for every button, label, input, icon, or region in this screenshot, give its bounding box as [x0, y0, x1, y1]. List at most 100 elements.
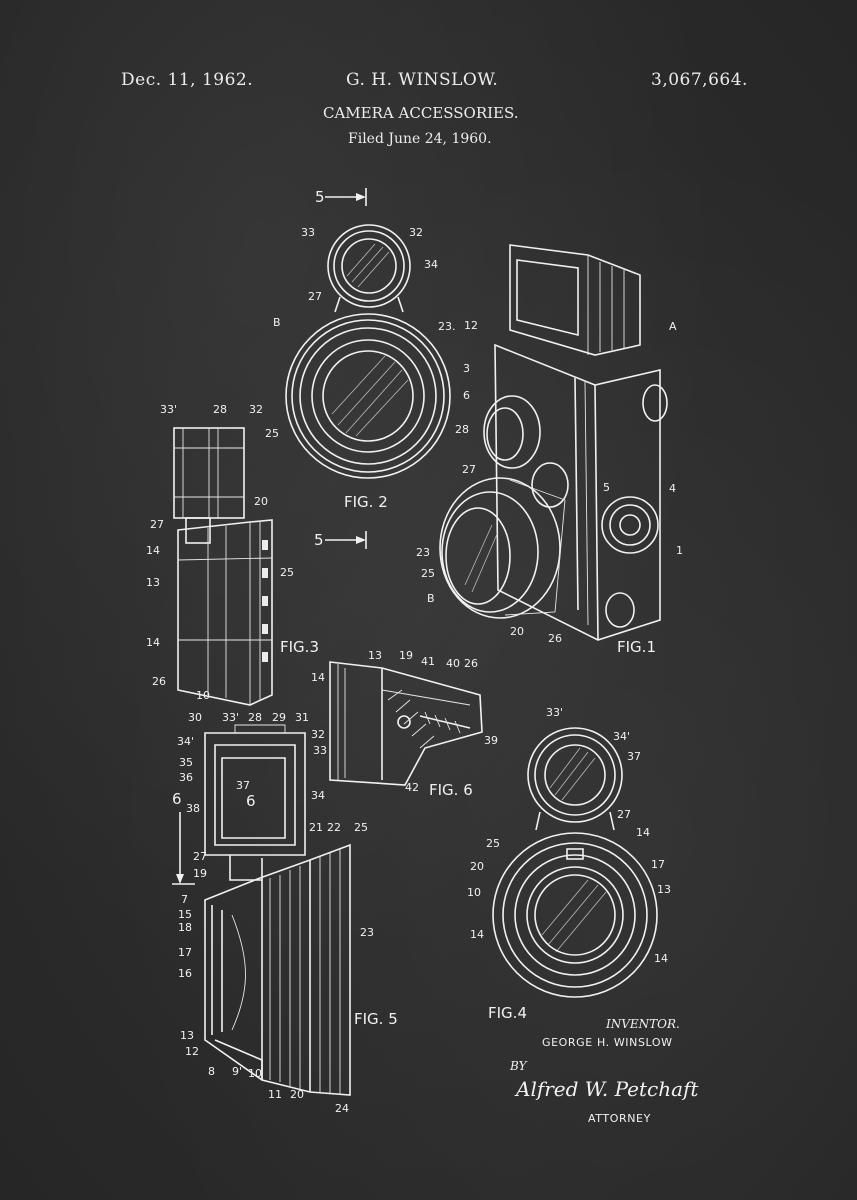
- fig1-label-3: 3: [463, 362, 470, 375]
- fig5-label-8: 8: [208, 1065, 215, 1078]
- fig4-label-37: 37: [627, 750, 641, 763]
- fig3-label-28: 28: [213, 403, 227, 416]
- fig5-label-16: 16: [178, 967, 192, 980]
- fig5-label-20: 20: [290, 1088, 304, 1101]
- fig1-label-25: 25: [421, 567, 435, 580]
- fig3-label-33p: 33': [160, 403, 177, 416]
- attorney-signature: Alfred W. Petchaft: [514, 1077, 699, 1101]
- fig1-title: FIG.1: [617, 638, 656, 656]
- fig4-drawing: 33' 34' 37 27 25 14 20 17 10 13 14 14 FI…: [467, 706, 671, 1022]
- fig4-label-34p: 34': [613, 730, 630, 743]
- fig1-label-4: 4: [669, 482, 676, 495]
- fig4-label-14b: 14: [470, 928, 484, 941]
- fig1-label-26: 26: [548, 632, 562, 645]
- fig2-label-25: 25: [265, 427, 279, 440]
- fig5-label-23: 23: [360, 926, 374, 939]
- fig6-label-39: 39: [484, 734, 498, 747]
- fig6-label-14: 14: [311, 671, 325, 684]
- fig5-label-33p: 33': [222, 711, 239, 724]
- inventor-name: GEORGE H. WINSLOW: [542, 1036, 673, 1049]
- fig5-label-15: 15: [178, 908, 192, 921]
- filed-date: Filed June 24, 1960.: [348, 131, 492, 147]
- fig5-label-17: 17: [178, 946, 192, 959]
- fig6-label-19: 19: [399, 649, 413, 662]
- fig2-drawing: 5 33 32 34 27 B 23. 25 FIG. 2 5: [265, 188, 456, 549]
- fig4-label-25: 25: [486, 837, 500, 850]
- fig4-label-10: 10: [467, 886, 481, 899]
- fig1-label-27: 27: [462, 463, 476, 476]
- by-label: BY: [509, 1059, 528, 1073]
- fig5-label-9: 9': [232, 1065, 242, 1078]
- inventor-heading: INVENTOR.: [605, 1017, 680, 1031]
- fig3-label-13: 13: [146, 576, 160, 589]
- fig6-label-13: 13: [368, 649, 382, 662]
- fig1-label-12: 12: [464, 319, 478, 332]
- fig2-title: FIG. 2: [344, 493, 388, 511]
- section-marker-6-mid: 6: [246, 792, 256, 810]
- fig3-label-20: 20: [254, 495, 268, 508]
- fig5-label-32: 32: [311, 728, 325, 741]
- fig5-label-18: 18: [178, 921, 192, 934]
- fig5-label-25: 25: [354, 821, 368, 834]
- fig1-label-B: B: [427, 592, 435, 605]
- fig3-drawing: 33' 28 32 20 27 14 25 13 14 FIG.3 26 10: [146, 403, 319, 706]
- fig2-label-B: B: [273, 316, 281, 329]
- fig5-label-24: 24: [335, 1102, 349, 1115]
- fig1-drawing: 12 A 3 6 28 27 5 4 23 25 1 B 20 26 FIG.1: [416, 244, 683, 656]
- fig5-drawing: 6 6 30 33' 28 29 31 34' 32 33 35 37 36 3…: [172, 711, 398, 1115]
- patent-subject: CAMERA ACCESSORIES.: [323, 104, 519, 122]
- fig5-label-11: 11: [268, 1088, 282, 1101]
- fig5-label-12: 12: [185, 1045, 199, 1058]
- fig3-label-14a: 14: [146, 544, 160, 557]
- fig6-drawing: 13 19 41 40 26 14 39 42 FIG. 6: [311, 649, 498, 799]
- fig5-label-21: 21: [309, 821, 323, 834]
- fig5-label-13: 13: [180, 1029, 194, 1042]
- fig4-label-14a: 14: [636, 826, 650, 839]
- fig5-label-36: 36: [179, 771, 193, 784]
- fig5-title: FIG. 5: [354, 1010, 398, 1028]
- fig5-label-30: 30: [188, 711, 202, 724]
- fig3-label-27: 27: [150, 518, 164, 531]
- inventor-header: G. H. WINSLOW.: [346, 70, 499, 90]
- fig6-label-42: 42: [405, 781, 419, 794]
- fig2-label-23: 23.: [438, 320, 456, 333]
- fig2-label-34: 34: [424, 258, 438, 271]
- fig2-label-32: 32: [409, 226, 423, 239]
- fig1-label-23: 23: [416, 546, 430, 559]
- attorney-label: ATTORNEY: [588, 1112, 651, 1125]
- fig5-label-10: 10: [248, 1067, 262, 1080]
- fig4-title: FIG.4: [488, 1004, 527, 1022]
- section-marker-5-bottom: 5: [314, 531, 324, 549]
- fig2-label-33: 33: [301, 226, 315, 239]
- fig5-label-34: 34: [311, 789, 325, 802]
- fig4-label-33p: 33': [546, 706, 563, 719]
- fig5-label-31: 31: [295, 711, 309, 724]
- fig6-label-26: 26: [464, 657, 478, 670]
- fig5-label-38: 38: [186, 802, 200, 815]
- fig1-label-A: A: [669, 320, 677, 333]
- fig2-label-27: 27: [308, 290, 322, 303]
- fig3-label-26: 26: [152, 675, 166, 688]
- fig1-label-20: 20: [510, 625, 524, 638]
- fig3-label-25: 25: [280, 566, 294, 579]
- fig1-label-28: 28: [455, 423, 469, 436]
- fig4-label-13: 13: [657, 883, 671, 896]
- fig5-label-22: 22: [327, 821, 341, 834]
- fig6-label-40: 40: [446, 657, 460, 670]
- fig4-label-20: 20: [470, 860, 484, 873]
- fig3-title: FIG.3: [280, 638, 319, 656]
- fig4-label-27: 27: [617, 808, 631, 821]
- fig5-label-27: 27: [193, 850, 207, 863]
- fig4-label-17: 17: [651, 858, 665, 871]
- fig6-title: FIG. 6: [429, 781, 473, 799]
- section-marker-6-left: 6: [172, 790, 182, 808]
- fig4-label-14c: 14: [654, 952, 668, 965]
- signature-block: INVENTOR. GEORGE H. WINSLOW BY Alfred W.…: [509, 1017, 699, 1125]
- patent-date: Dec. 11, 1962.: [121, 70, 254, 90]
- section-marker-5-top: 5: [315, 188, 325, 206]
- fig1-label-1: 1: [676, 544, 683, 557]
- fig5-label-35: 35: [179, 756, 193, 769]
- fig1-label-6: 6: [463, 389, 470, 402]
